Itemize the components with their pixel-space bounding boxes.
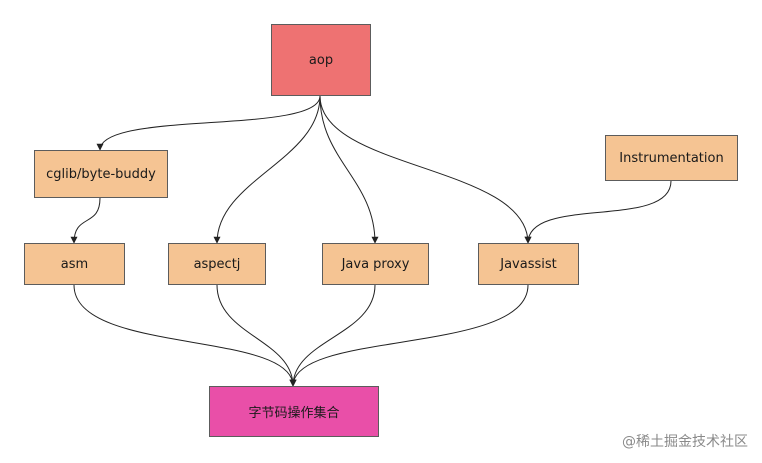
node-aop: aop — [271, 24, 371, 96]
node-javassist-label: Javassist — [500, 256, 557, 272]
node-cglib-label: cglib/byte-buddy — [46, 166, 156, 182]
node-instrumentation: Instrumentation — [605, 135, 738, 181]
node-aspectj-label: aspectj — [193, 256, 241, 272]
edge-asm-to-bytecode — [73, 284, 297, 387]
node-asm: asm — [24, 243, 125, 285]
node-java-proxy: Java proxy — [322, 243, 429, 285]
node-asm-label: asm — [60, 256, 89, 272]
edge-aspectj-to-bytecode — [216, 284, 297, 387]
edge-instrumentation-to-javassist — [524, 180, 672, 244]
watermark: @稀土掘金技术社区 — [622, 434, 748, 450]
edge-java-proxy-to-bytecode — [289, 284, 376, 387]
node-bytecode-operations: 字节码操作集合 — [209, 386, 379, 437]
node-bytecode-label: 字节码操作集合 — [248, 406, 340, 421]
edge-aop-to-java-proxy — [319, 95, 379, 244]
node-java-proxy-label: Java proxy — [341, 256, 410, 272]
node-cglib-byte-buddy: cglib/byte-buddy — [34, 150, 168, 198]
edge-javassist-to-bytecode — [289, 284, 529, 387]
edge-aop-to-cglib — [96, 95, 321, 151]
node-instrumentation-label: Instrumentation — [619, 150, 724, 166]
node-aop-label: aop — [308, 52, 334, 68]
node-aspectj: aspectj — [168, 243, 266, 285]
edge-cglib-to-asm — [70, 197, 101, 244]
edge-aop-to-javassist — [319, 95, 532, 244]
node-javassist: Javassist — [478, 243, 579, 285]
edge-aop-to-aspectj — [213, 95, 321, 244]
